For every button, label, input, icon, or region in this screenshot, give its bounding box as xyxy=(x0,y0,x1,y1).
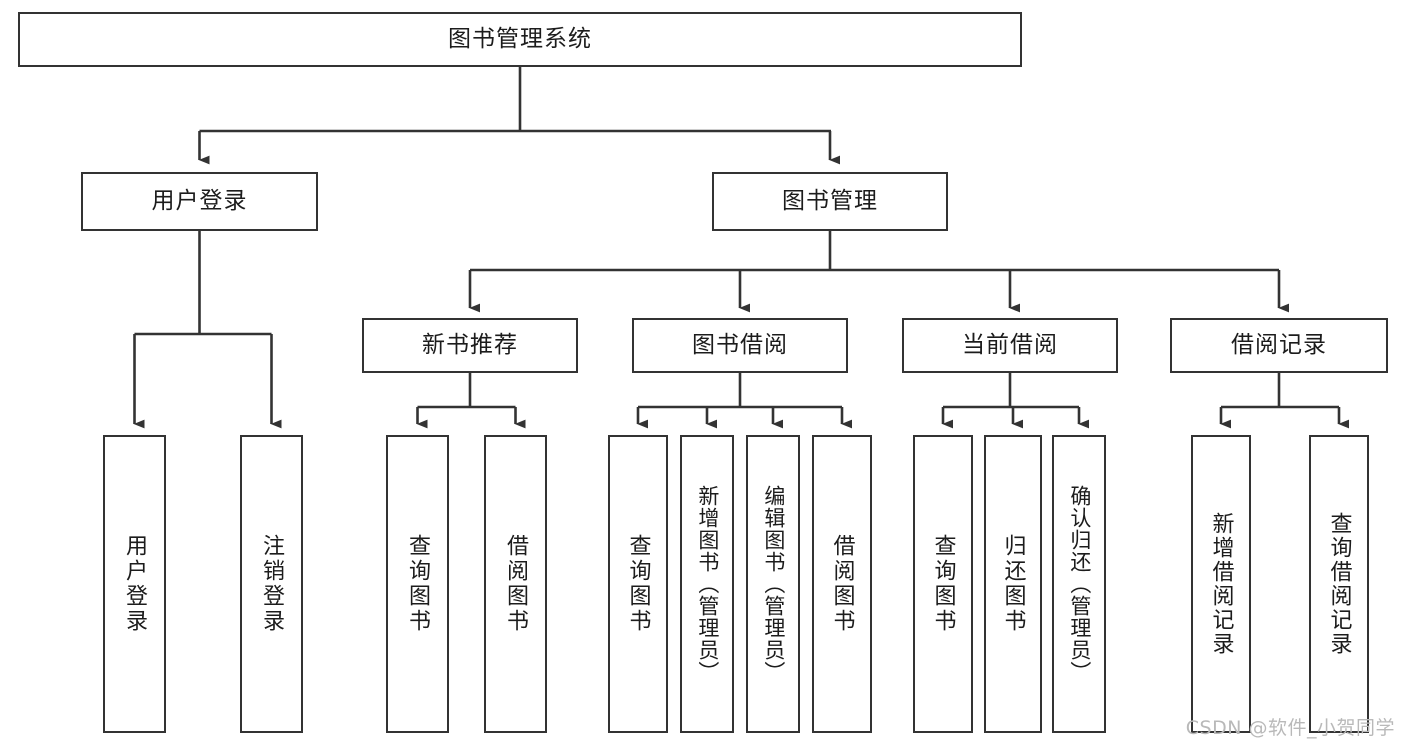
leaf-bb-add-book-label: 新增图书（管理员） xyxy=(695,485,720,683)
leaf-user-login-do[interactable]: 用户登录 xyxy=(103,435,166,733)
leaf-bb-borrow-book[interactable]: 借阅图书 xyxy=(812,435,872,733)
leaf-bb-query-book-label: 查询图书 xyxy=(625,534,651,634)
leaf-br-add-record-label: 新增借阅记录 xyxy=(1208,512,1234,656)
leaf-br-query-record-label: 查询借阅记录 xyxy=(1326,512,1352,656)
leaf-br-query-record[interactable]: 查询借阅记录 xyxy=(1309,435,1369,733)
node-new-book-recommend[interactable]: 新书推荐 xyxy=(362,318,578,373)
leaf-nb-query-book-label: 查询图书 xyxy=(405,534,431,634)
node-root-label: 图书管理系统 xyxy=(448,26,592,53)
leaf-nb-query-book[interactable]: 查询图书 xyxy=(386,435,449,733)
leaf-cb-return-book[interactable]: 归还图书 xyxy=(984,435,1042,733)
leaf-bb-edit-book[interactable]: 编辑图书（管理员） xyxy=(746,435,800,733)
leaf-bb-add-book[interactable]: 新增图书（管理员） xyxy=(680,435,734,733)
leaf-cb-query-book[interactable]: 查询图书 xyxy=(913,435,973,733)
node-user-login[interactable]: 用户登录 xyxy=(81,172,318,231)
leaf-bb-query-book[interactable]: 查询图书 xyxy=(608,435,668,733)
leaf-user-login-do-label: 用户登录 xyxy=(122,534,148,634)
node-book-borrow-label: 图书借阅 xyxy=(692,332,788,359)
node-user-login-label: 用户登录 xyxy=(151,188,248,215)
csdn-watermark: CSDN @软件_小贺同学 xyxy=(1185,717,1395,739)
node-current-borrow[interactable]: 当前借阅 xyxy=(902,318,1118,373)
node-root[interactable]: 图书管理系统 xyxy=(18,12,1022,67)
node-book-management[interactable]: 图书管理 xyxy=(712,172,948,231)
leaf-nb-borrow-book[interactable]: 借阅图书 xyxy=(484,435,547,733)
leaf-cb-query-book-label: 查询图书 xyxy=(930,534,956,634)
node-book-management-label: 图书管理 xyxy=(782,188,878,215)
leaf-bb-edit-book-label: 编辑图书（管理员） xyxy=(761,485,786,683)
leaf-br-add-record[interactable]: 新增借阅记录 xyxy=(1191,435,1251,733)
node-borrow-records-label: 借阅记录 xyxy=(1231,332,1327,359)
node-borrow-records[interactable]: 借阅记录 xyxy=(1170,318,1388,373)
leaf-cb-return-book-label: 归还图书 xyxy=(1000,534,1026,634)
leaf-nb-borrow-book-label: 借阅图书 xyxy=(503,534,529,634)
leaf-user-logout[interactable]: 注销登录 xyxy=(240,435,303,733)
node-current-borrow-label: 当前借阅 xyxy=(962,332,1058,359)
leaf-cb-confirm-return-label: 确认归还（管理员） xyxy=(1067,485,1092,683)
node-book-borrow[interactable]: 图书借阅 xyxy=(632,318,848,373)
node-new-book-recommend-label: 新书推荐 xyxy=(422,332,518,359)
leaf-bb-borrow-book-label: 借阅图书 xyxy=(829,534,855,634)
leaf-cb-confirm-return[interactable]: 确认归还（管理员） xyxy=(1052,435,1106,733)
leaf-user-logout-label: 注销登录 xyxy=(259,534,285,634)
